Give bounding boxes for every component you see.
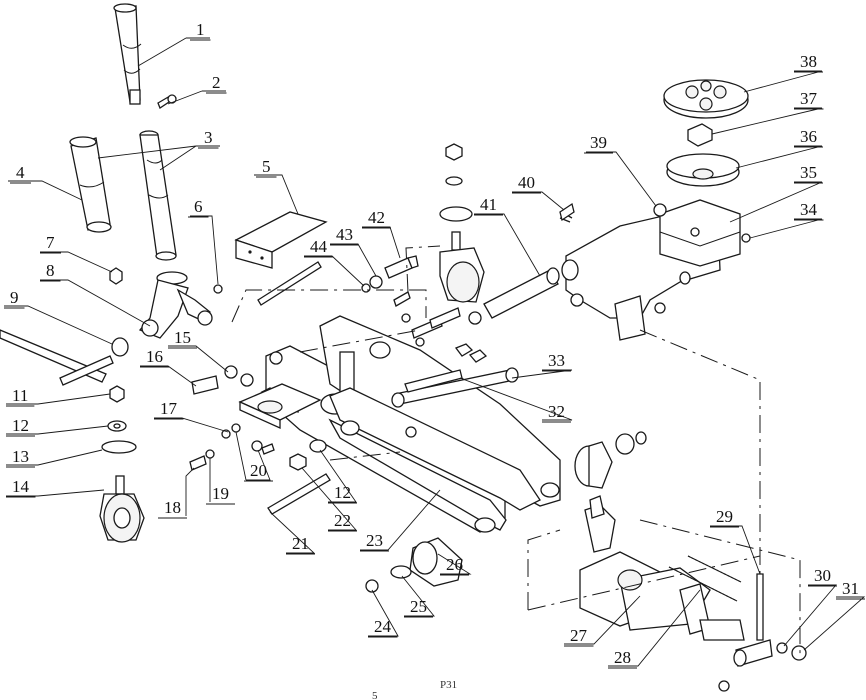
callout-33: 33	[548, 351, 565, 370]
callout-43: 43	[336, 225, 353, 244]
callout-30: 30	[814, 566, 831, 585]
callout-41: 41	[480, 195, 497, 214]
callout-13: 13	[12, 447, 29, 466]
callout-18: 18	[164, 498, 181, 517]
callout-44: 44	[310, 237, 328, 256]
callout-29: 29	[716, 507, 733, 526]
callout-3: 3	[204, 128, 213, 147]
callout-40: 40	[518, 173, 535, 192]
return-springs-part	[668, 555, 742, 602]
callout-39: 39	[590, 133, 607, 152]
callout-1: 1	[196, 20, 205, 39]
frame-right-plate-part	[319, 315, 561, 507]
callout-12: 12	[12, 416, 29, 435]
saddle-pad-part	[663, 79, 749, 187]
saddle-base-part	[238, 383, 322, 430]
callout-35: 35	[800, 163, 817, 182]
callout-28: 28	[614, 648, 631, 667]
callout-7: 7	[46, 233, 55, 252]
callout-20: 20	[250, 461, 267, 480]
ball-part	[213, 284, 223, 294]
release-rod-part	[718, 573, 807, 692]
page-mark-left: 5	[372, 690, 378, 700]
callout-25: 25	[410, 597, 427, 616]
assembly-line	[527, 555, 761, 611]
plug-part	[559, 202, 575, 222]
callout-6: 6	[194, 197, 203, 216]
callout-21: 21	[292, 534, 309, 553]
callout-23: 23	[366, 531, 383, 550]
assembly-line	[527, 529, 561, 610]
pump-assembly-part	[579, 495, 745, 641]
handle-upper-part	[113, 3, 142, 105]
callout-11: 11	[12, 386, 28, 405]
assembly-line	[405, 245, 441, 293]
bolts-part	[361, 255, 488, 363]
callout-14: 14	[12, 477, 30, 496]
handle-sleeve-part	[69, 136, 112, 233]
pin-part	[157, 94, 177, 109]
handle-lower-part	[139, 130, 177, 261]
callout-17: 17	[160, 399, 178, 418]
callout-24: 24	[374, 617, 392, 636]
assembly-line	[231, 289, 427, 323]
callout-34: 34	[800, 200, 818, 219]
assembly-line	[299, 329, 421, 353]
callouts: 1 2 3 4 5 6 7 8 9 11 12 13 14	[4, 20, 866, 669]
callout-16: 16	[146, 347, 163, 366]
front-caster-part	[439, 143, 485, 303]
grease-nut-part	[109, 267, 123, 285]
callout-27: 27	[570, 626, 588, 645]
page-number: P31	[440, 679, 457, 691]
rod-part	[257, 261, 322, 306]
callout-42: 42	[368, 208, 385, 227]
callout-8: 8	[46, 261, 55, 280]
callout-12b: 12	[334, 483, 351, 502]
left-caster-part	[99, 385, 145, 543]
callout-15: 15	[174, 328, 191, 347]
assembly-line	[639, 329, 761, 580]
lift-arm-part	[328, 387, 560, 533]
callout-36: 36	[800, 127, 817, 146]
rod-21-part	[267, 473, 331, 515]
bushing-41-part	[468, 267, 560, 325]
callout-5: 5	[262, 157, 271, 176]
callout-9: 9	[10, 288, 19, 307]
callout-37: 37	[800, 89, 818, 108]
callout-4: 4	[16, 163, 25, 182]
saddle-assembly-part	[559, 199, 751, 341]
callout-31: 31	[842, 579, 859, 598]
callout-19: 19	[212, 484, 229, 503]
assembly-drawing	[0, 3, 807, 692]
callout-2: 2	[212, 73, 221, 92]
long-pin-part	[0, 329, 129, 386]
handle-socket-part	[138, 271, 213, 339]
callout-38: 38	[800, 52, 817, 71]
cover-plate-part	[234, 211, 328, 269]
callout-22: 22	[334, 511, 351, 530]
assembly-line	[329, 451, 401, 461]
link-32-part	[404, 369, 463, 393]
